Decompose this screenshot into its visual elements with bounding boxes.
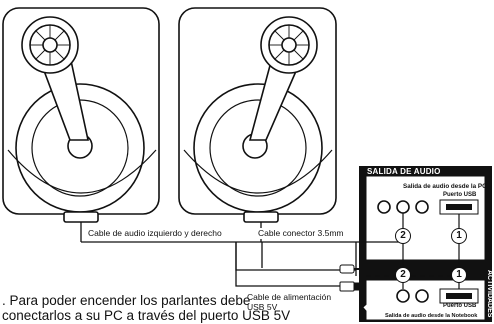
- audio-cable-label: Cable de audio izquierdo y derecho: [86, 228, 224, 239]
- checkmark-icon: [363, 296, 388, 318]
- pc-source-label: Salida de audio desde la PC: [403, 183, 487, 190]
- pc-output-box: [365, 175, 486, 261]
- side-tab-label: ACTIVIDADES: [486, 270, 493, 318]
- panel-header: SALIDA DE AUDIO: [367, 167, 441, 176]
- note-line-1: . Para poder encender los parlantes debe: [2, 293, 251, 308]
- marker-1-upper: 1: [451, 228, 467, 244]
- marker-2-lower: 2: [395, 267, 411, 283]
- pc-audio-port-2: [396, 200, 410, 214]
- pc-usb-port-label: Puerto USB: [443, 192, 477, 198]
- right-speaker: [178, 7, 337, 223]
- note-line-2: conectarlos a su PC a través del puerto …: [2, 308, 291, 323]
- power-cable-label-line2: USB 5V: [247, 302, 278, 313]
- notebook-audio-port-2: [415, 289, 429, 303]
- audio-output-panel: [356, 166, 492, 322]
- pc-audio-port-3: [415, 200, 429, 214]
- pc-audio-port-1: [377, 200, 391, 214]
- marker-2-upper: 2: [395, 228, 411, 244]
- power-cable-label-line1: Cable de alimentación: [247, 292, 332, 303]
- marker-1-lower: 1: [451, 267, 467, 283]
- left-speaker: [2, 7, 160, 223]
- notebook-audio-port-1: [396, 289, 410, 303]
- notebook-source-label: Salida de audio desde la Notebook: [385, 313, 478, 319]
- connector-cable-label: Cable conector 3.5mm: [256, 228, 346, 239]
- notebook-usb-port-label: Puerto USB: [443, 303, 477, 309]
